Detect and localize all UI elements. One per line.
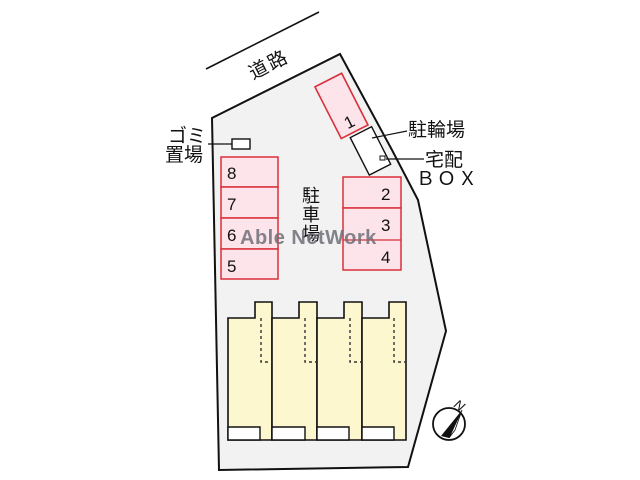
parking-space-1 xyxy=(313,72,370,140)
watermark: Able NetWork xyxy=(240,227,377,249)
parking-number-2: 2 xyxy=(381,185,390,204)
garbage-area xyxy=(231,138,251,150)
garbage-label: ゴミ xyxy=(168,125,207,147)
compass-north-icon: N xyxy=(432,396,468,441)
delivery-box-label-2: ＢＯＸ xyxy=(416,168,480,190)
road-line xyxy=(205,11,320,70)
parking-number-3: 3 xyxy=(381,216,390,235)
parking-lot-label: 駐車場 xyxy=(299,186,320,243)
parking-number-4: 4 xyxy=(381,248,390,267)
garbage-label-2: 置場 xyxy=(165,144,204,166)
delivery-box-label: 宅配 xyxy=(425,149,464,171)
bicycle-leader-line xyxy=(371,130,408,139)
stair-dashes xyxy=(260,318,406,363)
parking-number-8: 8 xyxy=(227,164,236,183)
unit-entrances xyxy=(227,426,395,441)
parking-number-5: 5 xyxy=(227,257,236,276)
delivery-box-marker xyxy=(379,155,386,161)
parking-number-6: 6 xyxy=(227,226,236,245)
parking-column-left: 8 7 6 5 xyxy=(220,156,279,280)
bicycle-parking-label: 駐輪場 xyxy=(408,119,466,141)
bicycle-parking-area xyxy=(349,125,392,176)
parking-number-7: 7 xyxy=(227,195,236,214)
parking-column-right: 2 3 4 xyxy=(342,176,402,271)
apartment-building xyxy=(227,301,407,441)
